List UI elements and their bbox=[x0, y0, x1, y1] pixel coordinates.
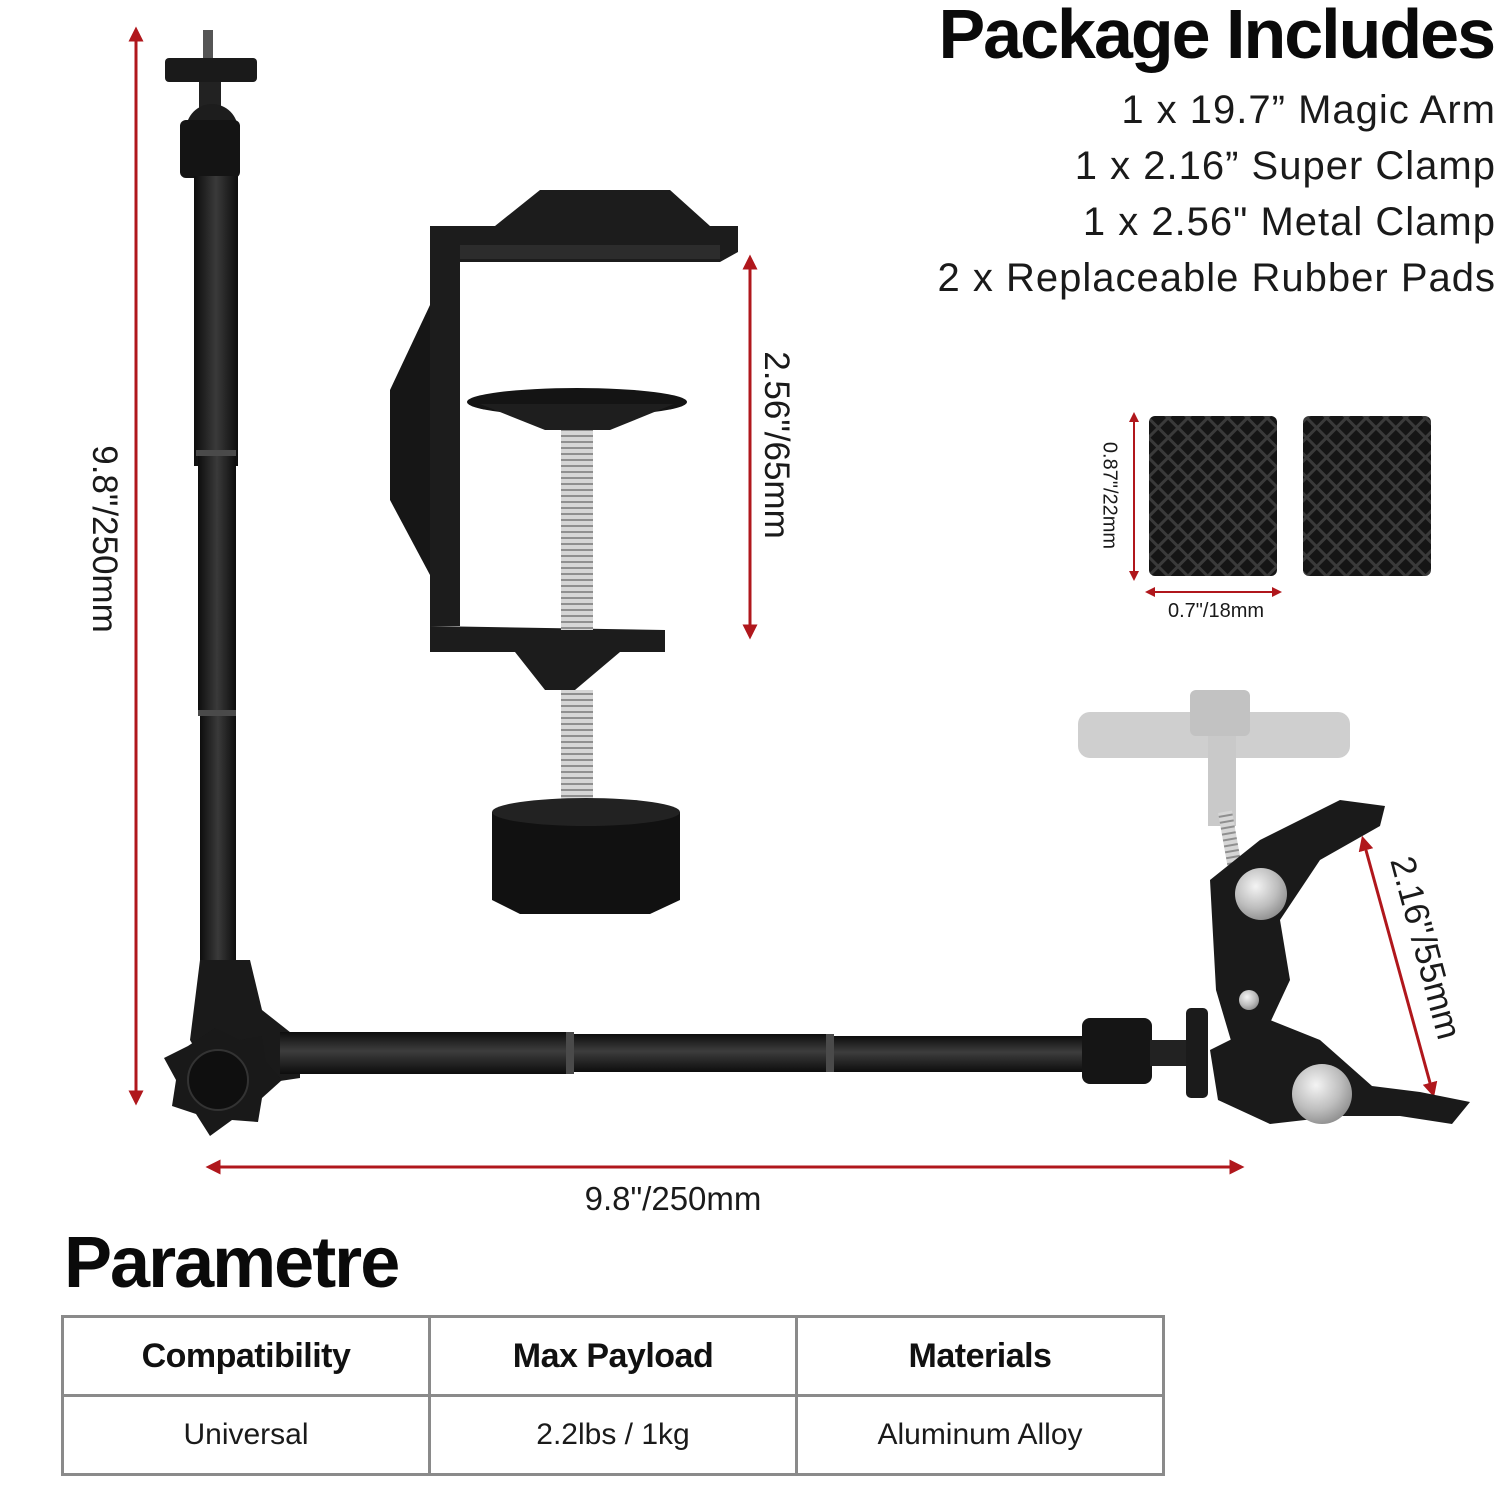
pad-width-dimension: 0.7"/18mm bbox=[1167, 600, 1265, 622]
dimension-arrows bbox=[128, 26, 1438, 1175]
header-materials: Materials bbox=[795, 1315, 1165, 1397]
metal-clamp-dimension: 2.56"/65mm bbox=[757, 351, 796, 539]
magic-arm bbox=[164, 30, 1208, 1136]
table-row: Universal 2.2lbs / 1kg Aluminum Alloy bbox=[61, 1394, 1165, 1476]
super-clamp bbox=[1078, 690, 1470, 1124]
package-item: 1 x 19.7” Magic Arm bbox=[1121, 88, 1496, 132]
metal-clamp bbox=[390, 190, 738, 914]
value-max-payload: 2.2lbs / 1kg bbox=[428, 1394, 798, 1476]
header-max-payload: Max Payload bbox=[428, 1315, 798, 1397]
value-compatibility: Universal bbox=[61, 1394, 431, 1476]
parameters-title: Parametre bbox=[64, 1223, 400, 1303]
package-list: 1 x 19.7” Magic Arm 1 x 2.16” Super Clam… bbox=[938, 82, 1496, 306]
arm-vertical-dimension: 9.8"/250mm bbox=[85, 445, 124, 633]
pad-height-dimension: 0.87"/22mm bbox=[1098, 441, 1121, 550]
package-item: 2 x Replaceable Rubber Pads bbox=[937, 256, 1496, 300]
table-header-row: Compatibility Max Payload Materials bbox=[61, 1315, 1165, 1397]
package-item: 1 x 2.16” Super Clamp bbox=[1074, 144, 1496, 188]
header-compatibility: Compatibility bbox=[61, 1315, 431, 1397]
parameters-table: Compatibility Max Payload Materials Univ… bbox=[61, 1315, 1165, 1476]
package-item: 1 x 2.56" Metal Clamp bbox=[1082, 200, 1496, 244]
value-materials: Aluminum Alloy bbox=[795, 1394, 1165, 1476]
arm-horizontal-dimension: 9.8"/250mm bbox=[584, 1180, 762, 1217]
package-title: Package Includes bbox=[938, 0, 1496, 73]
rubber-pads bbox=[1149, 416, 1431, 576]
